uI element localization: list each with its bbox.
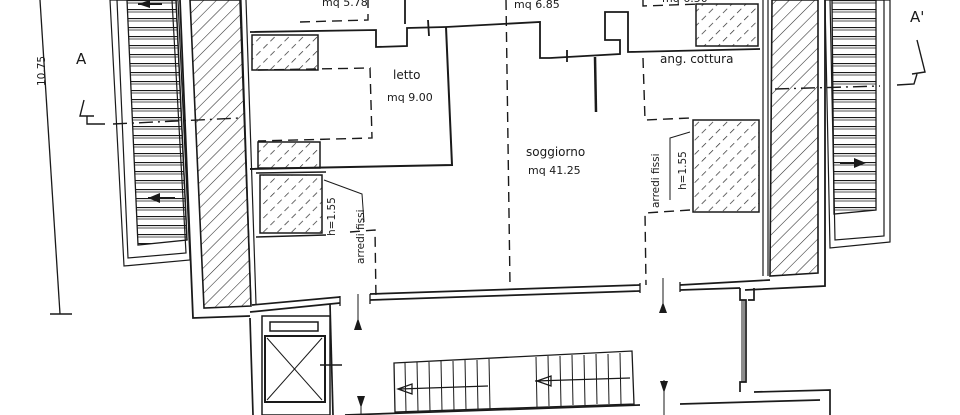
room-name-soggiorno: soggiorno xyxy=(526,145,586,159)
stair-right xyxy=(824,0,891,249)
room-area-soggiorno: mq 41.25 xyxy=(528,164,581,177)
room-area-letto: mq 9.00 xyxy=(387,91,433,104)
wall-left xyxy=(179,0,252,319)
room-area-top-left: mq 5.78 xyxy=(322,0,368,9)
fixed-furniture-right xyxy=(669,3,760,213)
exterior-wall-bottom xyxy=(249,279,771,313)
furniture-height-left: h=1.55 xyxy=(326,197,338,236)
stair-left xyxy=(109,0,191,267)
dashed-boundaries xyxy=(257,0,701,301)
elevator xyxy=(261,315,342,415)
dimension-line xyxy=(39,0,72,315)
room-area-top-center: mq 6.85 xyxy=(514,0,560,11)
section-label-a: A xyxy=(76,50,87,68)
landing xyxy=(249,288,831,415)
furniture-label-right: arredi fissi xyxy=(650,153,662,208)
common-stair xyxy=(393,350,635,413)
inner-wall-left xyxy=(240,0,257,306)
wall-right xyxy=(744,0,826,291)
section-label-a-prime: A' xyxy=(910,8,925,26)
inner-wall-right xyxy=(762,0,769,276)
room-name-letto: letto xyxy=(393,68,421,82)
furniture-label-left: arredi fissi xyxy=(355,209,367,264)
dimension-label: 10.75 xyxy=(36,55,48,86)
partition-walls xyxy=(249,0,761,170)
room-name-ang-cottura: ang. cottura xyxy=(660,52,734,66)
entrance-markers xyxy=(339,278,681,415)
furniture-height-right: h=1.55 xyxy=(677,151,689,190)
room-area-top-right: mq 6.50 xyxy=(662,0,708,5)
fixed-furniture-left xyxy=(251,34,365,238)
